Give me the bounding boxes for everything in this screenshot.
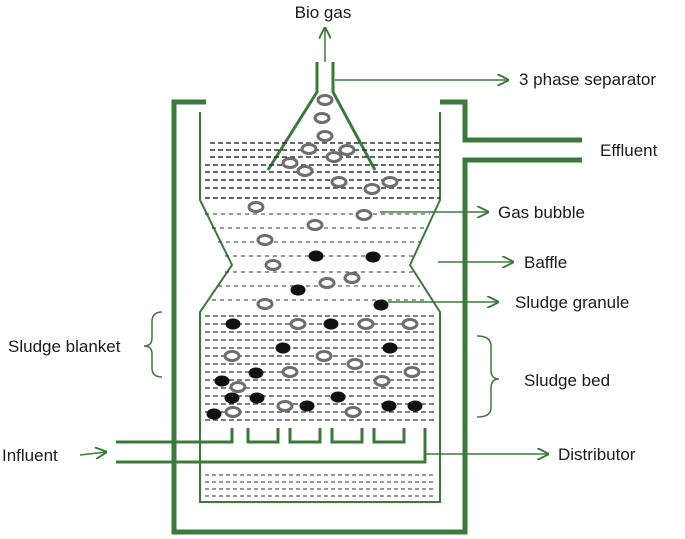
sludge-granules	[206, 250, 423, 420]
baffle-label: Baffle	[524, 253, 567, 272]
influent-label: Influent	[2, 446, 58, 465]
bio-gas-label: Bio gas	[295, 3, 352, 22]
liquid-lines-bed	[205, 315, 435, 421]
baffle-wall	[199, 112, 441, 503]
sludge-granule-label: Sludge granule	[515, 293, 629, 312]
sludge-bed-brace	[476, 335, 500, 418]
liquid-lines-mid	[205, 213, 430, 301]
gas-bubbles	[223, 94, 421, 418]
distributor-label: Distributor	[558, 445, 636, 464]
sludge-bed-label: Sludge bed	[524, 371, 610, 390]
separator-label: 3 phase separator	[519, 70, 656, 89]
gas-bubble-label: Gas bubble	[498, 203, 585, 222]
liquid-lines	[205, 142, 440, 199]
reactor-wall	[171, 99, 582, 535]
influent-arrow	[79, 452, 106, 455]
three-phase-separator	[266, 62, 377, 171]
label-arrows	[79, 28, 548, 455]
liquid-lines-bottom	[205, 474, 435, 497]
sludge-blanket-label: Sludge blanket	[8, 337, 121, 356]
sludge-blanket-brace	[143, 311, 163, 378]
effluent-label: Effluent	[600, 141, 658, 160]
distributor-pipes	[116, 428, 427, 464]
